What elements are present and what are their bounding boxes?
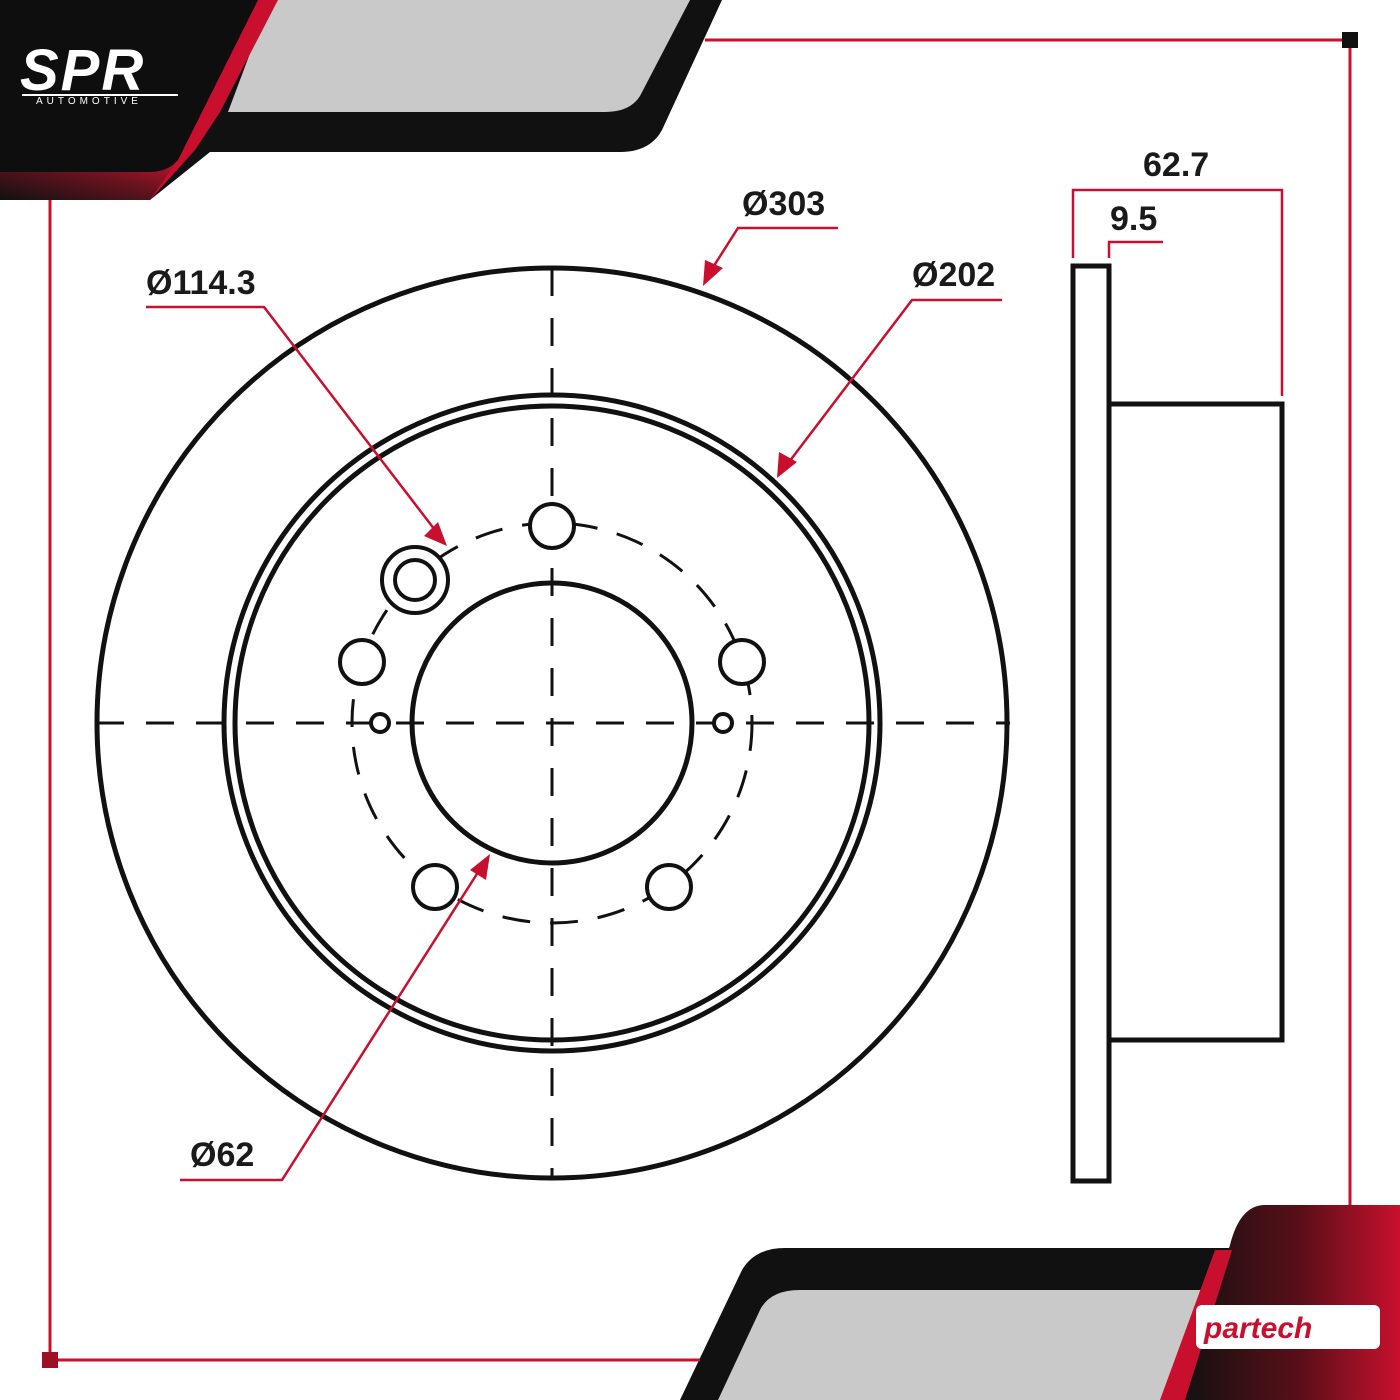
footer-banner — [680, 1205, 1400, 1400]
outer-rim-circle — [94, 265, 1010, 1181]
dim-inner-diameter: Ø202 — [912, 256, 995, 294]
leader-arrows — [424, 260, 797, 880]
logo-subtext: AUTOMOTIVE — [36, 96, 142, 107]
partech-logo-text: partech — [1203, 1312, 1312, 1345]
logo-text: SPR — [20, 38, 145, 103]
dim-center-bore: Ø62 — [190, 1136, 254, 1174]
dim-outer-diameter: Ø303 — [742, 185, 825, 223]
lug-hole — [645, 863, 693, 911]
side-dimension-lines — [1071, 188, 1284, 396]
partech-logo: partech — [1196, 1305, 1380, 1349]
lug-holes — [338, 502, 766, 911]
header-banner — [0, 0, 722, 200]
spr-logo: SPR AUTOMOTIVE — [20, 38, 178, 107]
aux-hole — [712, 712, 734, 734]
aux-hole — [369, 712, 391, 734]
bolt-circle — [350, 521, 754, 925]
disc-side-view — [1070, 263, 1285, 1184]
hat-inner-circle — [232, 403, 872, 1043]
hat-outer-circle — [221, 392, 883, 1054]
lug-hole — [528, 502, 576, 550]
dim-bolt-circle: Ø114.3 — [146, 264, 256, 302]
dim-thickness: 9.5 — [1110, 200, 1157, 238]
frame-corner-bl — [42, 1352, 58, 1368]
lug-hole — [718, 638, 766, 686]
threaded-hole — [380, 545, 450, 615]
lug-hole — [411, 863, 459, 911]
center-bore-circle — [409, 580, 695, 866]
disc-front-view — [94, 265, 1010, 1181]
frame-lines — [48, 38, 1352, 1362]
frame-corner-tr — [1342, 32, 1358, 48]
aux-holes — [369, 712, 734, 734]
leader-lines — [146, 226, 1002, 1182]
lug-hole — [338, 638, 386, 686]
dim-total-height: 62.7 — [1143, 146, 1209, 184]
